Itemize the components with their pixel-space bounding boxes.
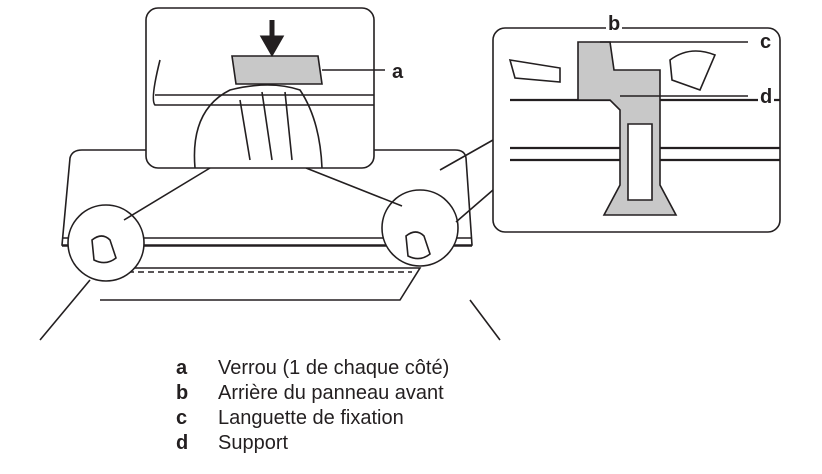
legend-text: Arrière du panneau avant xyxy=(218,382,444,404)
legend-item: d Support xyxy=(176,431,449,456)
legend-key: d xyxy=(176,432,189,454)
legend-text: Support xyxy=(218,432,289,454)
latch xyxy=(231,55,323,85)
left-detail-box xyxy=(145,7,375,169)
callout-d: d xyxy=(758,86,775,108)
illustration xyxy=(39,7,781,341)
legend-key: b xyxy=(176,382,189,404)
legend: a Verrou (1 de chaque côté) b Arrière du p… xyxy=(176,356,449,456)
air-outlet xyxy=(100,267,422,301)
legend-item: c Languette de fixation xyxy=(176,406,449,431)
legend-key: a xyxy=(176,357,188,379)
legend-item: b Arrière du panneau avant xyxy=(176,381,449,406)
callout-c: c xyxy=(758,31,774,53)
left-detail-circle xyxy=(67,204,145,282)
legend-item: a Verrou (1 de chaque côté) xyxy=(176,356,449,381)
right-detail-circle xyxy=(381,189,459,267)
arrow-down xyxy=(259,20,285,58)
legend-text: Verrou (1 de chaque côté) xyxy=(218,357,450,379)
callout-a: a xyxy=(390,61,406,83)
callout-b: b xyxy=(606,13,623,35)
legend-key: c xyxy=(176,407,188,429)
legend-text: Languette de fixation xyxy=(218,407,404,429)
